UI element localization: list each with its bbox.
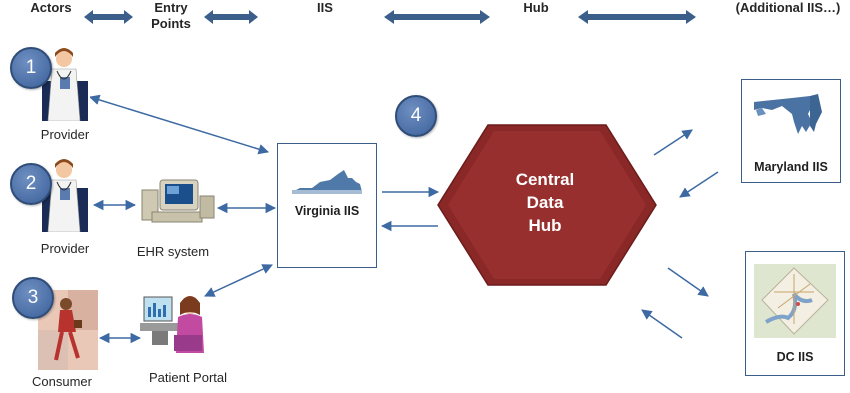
header-arrow-actors-entry: [84, 10, 133, 24]
arrow-hub-to-maryland: [653, 129, 693, 156]
patient-portal-icon: [140, 296, 204, 353]
header-arrow-iis-hub: [384, 10, 490, 24]
header-iis: IIS: [317, 0, 333, 15]
dc-iis-box: DC IIS: [745, 251, 845, 376]
maryland-map-icon: [754, 94, 822, 134]
step-1-badge: 1: [10, 47, 52, 89]
hub-line-3: Hub: [528, 216, 562, 235]
consumer-label: Consumer: [32, 374, 92, 389]
step-3-badge: 3: [12, 277, 54, 319]
header-arrow-hub-additional: [578, 10, 696, 24]
ehr-system-label: EHR system: [136, 244, 210, 259]
virginia-iis-box: Virginia IIS: [277, 143, 377, 268]
step-4-badge: 4: [395, 95, 437, 137]
maryland-iis-label: Maryland IIS: [754, 160, 828, 174]
arrow-hub-to-dc: [667, 267, 709, 297]
central-data-hub-shape: [437, 124, 657, 286]
arrow-dc-to-hub: [641, 309, 683, 339]
dc-map-icon: [754, 264, 836, 338]
arrow-provider1-virginia: [88, 94, 270, 155]
central-data-hub: Central Data Hub: [480, 168, 610, 237]
dc-iis-label: DC IIS: [776, 350, 814, 364]
step-2-badge: 2: [10, 163, 52, 205]
header-additional-iis: (Additional IIS…): [735, 0, 841, 15]
virginia-map-icon: [292, 170, 362, 194]
hub-line-1: Central: [515, 170, 575, 189]
header-hub: Hub: [523, 0, 549, 15]
provider-2-label: Provider: [40, 241, 90, 256]
provider-1-figure: [40, 47, 90, 121]
header-entry-points: Entry Points: [151, 0, 191, 31]
provider-1-label: Provider: [40, 127, 90, 142]
arrow-maryland-to-hub: [679, 171, 719, 198]
ehr-computer-icon: [141, 179, 215, 223]
patient-portal-label: Patient Portal: [148, 370, 228, 385]
maryland-iis-box: Maryland IIS: [741, 79, 841, 183]
header-arrow-entry-iis: [204, 10, 258, 24]
virginia-iis-label: Virginia IIS: [294, 204, 360, 218]
hub-line-2: Data: [526, 193, 564, 212]
header-actors: Actors: [30, 0, 72, 15]
arrow-portal-virginia: [204, 264, 273, 297]
